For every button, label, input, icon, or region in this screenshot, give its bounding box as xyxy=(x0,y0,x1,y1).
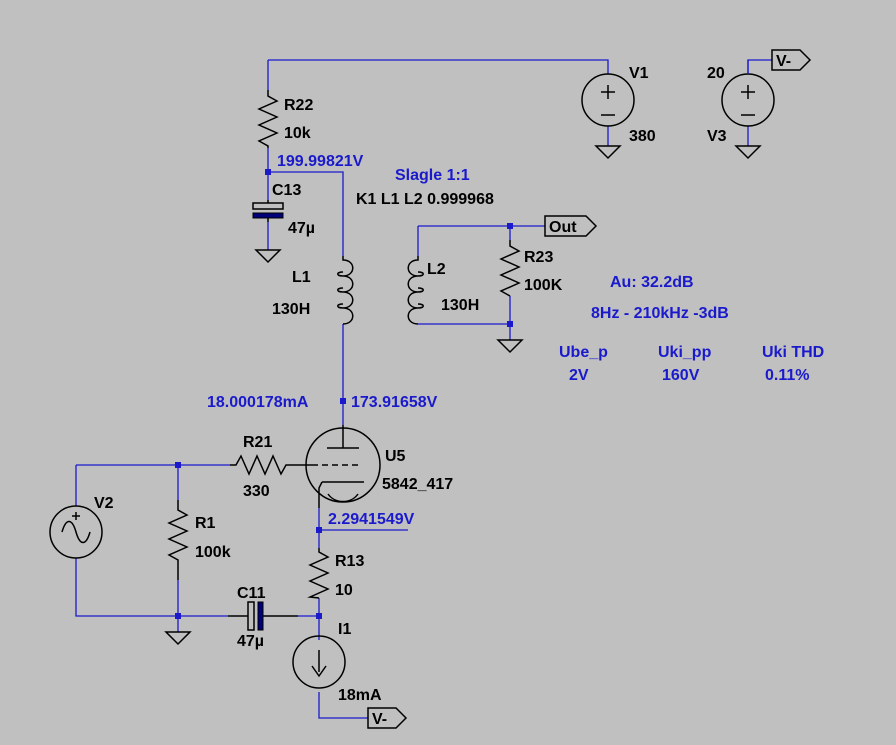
r13-name: R13 xyxy=(335,553,364,570)
l2-value: 130H xyxy=(441,297,479,314)
ground-icon xyxy=(254,249,282,264)
result-uki-value: 160V xyxy=(662,367,700,384)
junction-dots xyxy=(175,169,513,619)
result-bandwidth: 8Hz - 210kHz -3dB xyxy=(591,305,729,322)
r22-name: R22 xyxy=(284,97,313,114)
out-net-flag xyxy=(544,215,598,237)
out-net-label: Out xyxy=(549,219,577,236)
capacitor-c11 xyxy=(228,601,298,631)
u5-name: U5 xyxy=(385,448,406,465)
directive-note: Slagle 1:1 xyxy=(395,167,470,184)
result-thd-label: Uki THD xyxy=(762,344,824,361)
c13-name: C13 xyxy=(272,182,301,199)
ground-icon xyxy=(496,339,524,354)
current-source-i1 xyxy=(292,635,346,689)
ground-icon xyxy=(734,145,762,160)
directive-coupling: K1 L1 L2 0.999968 xyxy=(356,191,494,208)
l1-value: 130H xyxy=(272,301,310,318)
triode-u5 xyxy=(305,425,381,508)
v1-name: V1 xyxy=(629,65,649,82)
ac-source-v2 xyxy=(49,505,103,559)
result-ube-label: Ube_p xyxy=(559,344,608,361)
c11-name: C11 xyxy=(237,585,266,602)
v3-value: 20 xyxy=(707,65,725,82)
probe-v-plate: 173.91658V xyxy=(351,394,438,411)
resistor-r13 xyxy=(307,548,330,599)
result-thd-value: 0.11% xyxy=(765,367,809,384)
probe-i-plate: 18.000178mA xyxy=(207,394,309,411)
result-uki-label: Uki_pp xyxy=(658,344,712,361)
r21-name: R21 xyxy=(243,434,272,451)
wires xyxy=(75,59,749,719)
i1-value: 18mA xyxy=(338,687,382,704)
voltage-source-v1 xyxy=(581,73,635,127)
vminus-net-flag-top xyxy=(771,49,812,71)
v3-name: V3 xyxy=(707,128,727,145)
probe-v-cathode: 2.2941549V xyxy=(328,511,415,528)
vminus-net-label-bottom: V- xyxy=(372,711,387,728)
r23-name: R23 xyxy=(524,249,553,266)
probe-v-top: 199.99821V xyxy=(277,153,364,170)
resistor-r21 xyxy=(230,454,306,476)
vminus-net-label-top: V- xyxy=(776,53,791,70)
c13-value: 47µ xyxy=(288,220,315,237)
r1-value: 100k xyxy=(195,544,231,561)
voltage-source-v3 xyxy=(721,73,775,127)
resistor-r22 xyxy=(257,90,279,148)
result-gain: Au: 32.2dB xyxy=(610,274,694,291)
capacitor-c13 xyxy=(252,200,284,222)
resistor-r1 xyxy=(167,500,189,580)
c11-value: 47µ xyxy=(237,633,264,650)
resistor-r23 xyxy=(499,240,521,297)
r13-value: 10 xyxy=(335,582,353,599)
r1-name: R1 xyxy=(195,515,216,532)
ground-icon xyxy=(594,145,622,160)
v1-value: 380 xyxy=(629,128,656,145)
inductor-l2 xyxy=(407,256,424,325)
v2-name: V2 xyxy=(94,495,114,512)
l2-name: L2 xyxy=(427,261,446,278)
l1-name: L1 xyxy=(292,269,311,286)
r22-value: 10k xyxy=(284,125,311,142)
r21-value: 330 xyxy=(243,483,270,500)
result-ube-value: 2V xyxy=(569,367,589,384)
r23-value: 100K xyxy=(524,277,563,294)
ground-icon xyxy=(164,631,192,646)
inductor-l1 xyxy=(337,256,354,325)
i1-name: I1 xyxy=(338,621,351,638)
u5-value: 5842_417 xyxy=(382,476,453,493)
vminus-net-flag-bottom xyxy=(367,707,408,729)
